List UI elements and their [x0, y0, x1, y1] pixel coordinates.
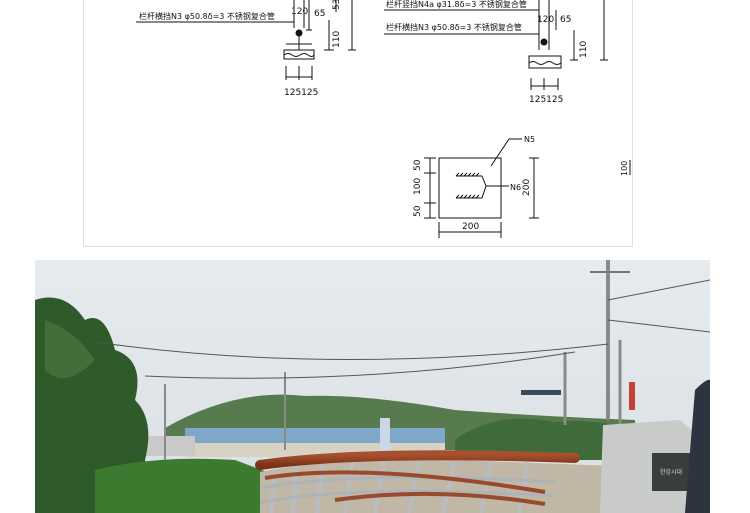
left-dim-53: 53	[332, 0, 342, 10]
signboard	[380, 418, 390, 454]
section-label-n5: N5	[524, 135, 535, 144]
right-dim-120: 120	[537, 15, 554, 25]
section-dim-width: 200	[462, 222, 479, 232]
traffic-light	[521, 390, 561, 395]
person-partial	[685, 379, 710, 513]
bridge-deck	[260, 459, 615, 513]
hedge	[95, 458, 275, 513]
photo-scene: 한강시대	[35, 260, 710, 513]
right-upright-label: 栏杆竖挡N4a φ31.8δ=3 不锈钢复合管	[386, 0, 527, 9]
right-base-dim: 125125	[529, 95, 563, 105]
left-dim-110: 110	[332, 31, 342, 48]
copper-rail-lower	[264, 470, 546, 494]
bridge-railing-photo: 한강시대	[35, 260, 710, 513]
left-base-dim: 125125	[284, 88, 318, 98]
left-dim-120: 120	[291, 7, 308, 17]
right-rail-label: 栏杆横挡N3 φ50.8δ=3 不锈钢复合管	[386, 22, 522, 32]
section-dim-top: 50	[413, 159, 423, 171]
right-dim-110: 110	[579, 41, 589, 58]
left-rail-label: 栏杆横挡N3 φ50.8δ=3 不锈钢复合管	[139, 11, 275, 21]
section-dim-height: 200	[522, 179, 532, 196]
section-dim-mid: 100	[413, 178, 423, 195]
top-handrail	[255, 450, 580, 470]
section-label-n6: N6	[510, 183, 521, 192]
right-dim-65: 65	[560, 15, 571, 25]
left-dim-65: 65	[314, 9, 325, 19]
plaque-text: 한강시대	[660, 468, 682, 476]
technical-drawing-panel: 栏杆横挡N3 φ50.8δ=3 不锈钢复合管 120 65 110 53 125…	[83, 0, 633, 247]
section-dim-bottom: 50	[413, 205, 423, 217]
railing-detail-drawing: 栏杆横挡N3 φ50.8δ=3 不锈钢复合管 120 65 110 53 125…	[136, 0, 631, 238]
memorial-plaque	[652, 453, 690, 491]
section-dim-edge: 100	[620, 161, 629, 176]
